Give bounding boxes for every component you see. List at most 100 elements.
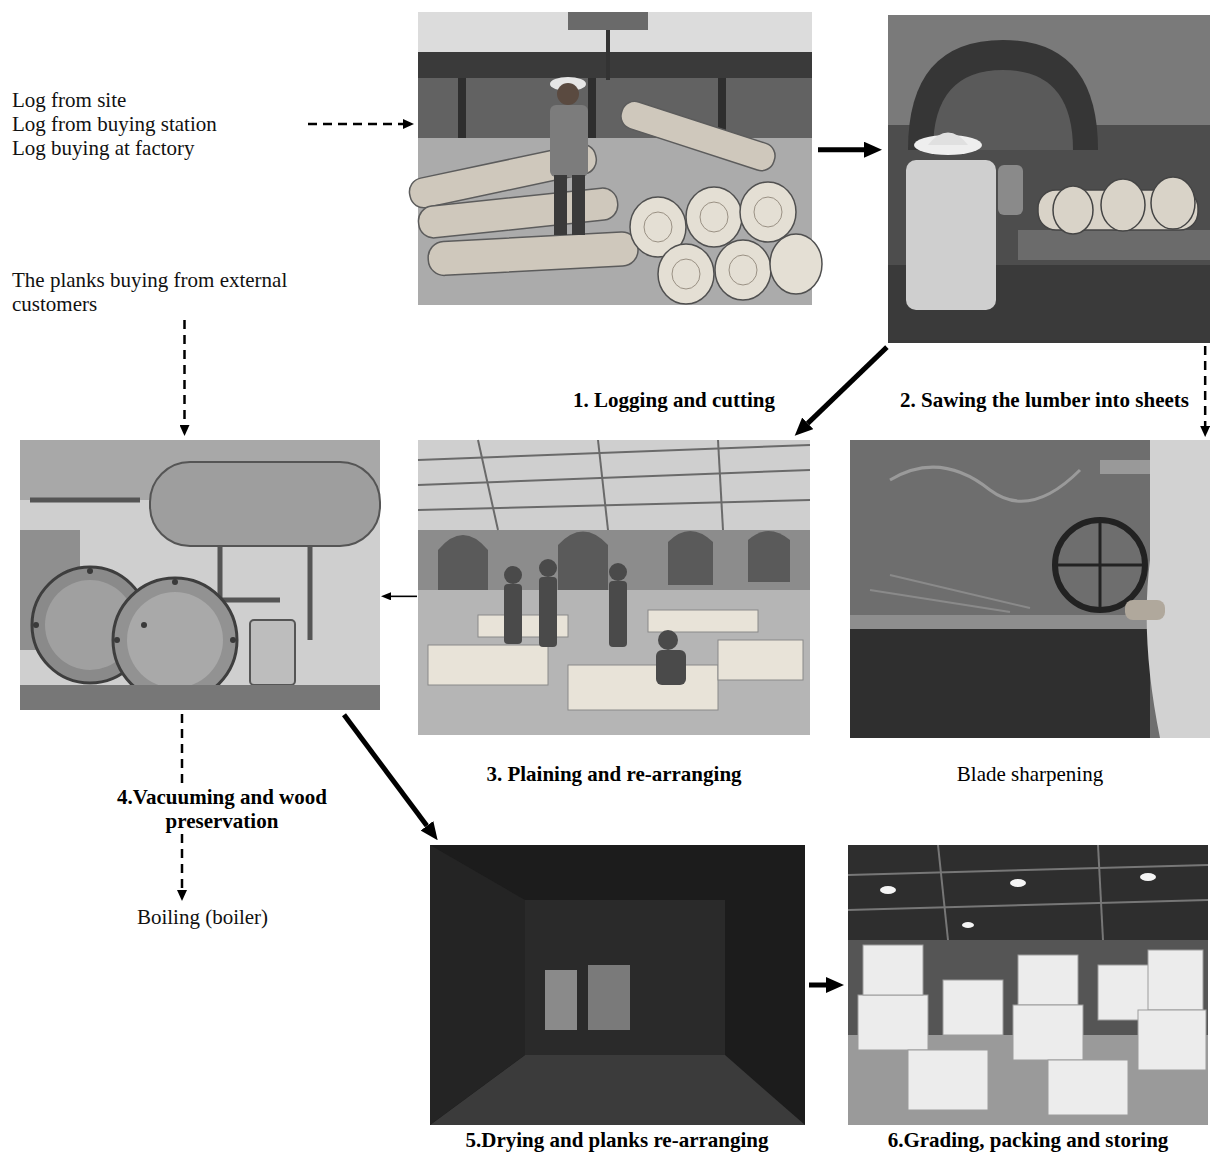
- note-text: Boiling (boiler): [110, 905, 295, 929]
- blade-sharpening-photo: [1125, 600, 1165, 620]
- blade-sharpening-photo: [890, 467, 1080, 501]
- blade-sharpening-photo: [1055, 520, 1145, 610]
- log-source-note: Log from siteLog from buying stationLog …: [12, 88, 304, 160]
- log-yard-photo: [770, 234, 822, 294]
- sawing-photo: [888, 15, 1210, 343]
- storage-photo: [1048, 1060, 1128, 1115]
- log-yard-photo: [588, 78, 596, 138]
- drying-kiln-photo: [430, 845, 805, 1125]
- log-yard-photo: [644, 197, 782, 289]
- log-yard-photo: [554, 175, 567, 235]
- planing-photo: [504, 559, 686, 685]
- blade-sharpening-photo: [1055, 520, 1145, 610]
- storage-photo: [1010, 879, 1026, 887]
- sawing-photo: [1038, 177, 1198, 234]
- sawing-photo: [1101, 179, 1145, 231]
- process-photo: Blade sharpening: [850, 440, 1210, 738]
- vacuum-tank-photo: [230, 637, 236, 643]
- sawing-photo: [908, 40, 1098, 150]
- storage-photo: [858, 945, 1206, 1115]
- vacuum-tank-photo: [20, 440, 380, 710]
- storage-photo: [1013, 1005, 1083, 1060]
- storage-photo: [1148, 950, 1203, 1010]
- drying-kiln-photo: [545, 970, 577, 1030]
- note-text: The planks buying from external customer…: [12, 268, 357, 316]
- dashed-arrow: [308, 123, 403, 126]
- log-yard-photo: [740, 182, 796, 242]
- sawing-photo: [906, 160, 996, 310]
- vacuum-tank-photo: [30, 498, 140, 503]
- planing-photo: [648, 610, 758, 632]
- planing-photo: [718, 640, 803, 680]
- step-caption: 4.Vacuuming and wood preservation: [69, 785, 375, 833]
- process-photo: 3. Plaining and re-arranging: [418, 440, 810, 735]
- planing-photo: [418, 440, 810, 530]
- step-caption: 2. Sawing the lumber into sheets: [897, 388, 1192, 412]
- sawing-photo: [928, 133, 968, 146]
- process-photo: 6.Grading, packing and storing: [848, 845, 1208, 1125]
- sawing-photo: [1151, 177, 1195, 229]
- dashed-arrow: [183, 320, 186, 425]
- blade-sharpening-photo: [1099, 520, 1102, 610]
- log-yard-photo: [729, 255, 757, 285]
- log-yard-photo: [630, 182, 822, 304]
- step-caption: 3. Plaining and re-arranging: [483, 762, 744, 786]
- step-caption: 1. Logging and cutting: [570, 388, 778, 412]
- vacuum-tank-photo: [172, 579, 178, 585]
- vacuum-tank-photo: [114, 637, 120, 643]
- storage-photo: [1098, 845, 1103, 940]
- log-yard-photo: [407, 12, 822, 305]
- vacuum-tank-photo: [113, 578, 237, 702]
- planing-photo: [668, 531, 713, 585]
- log-yard-photo: [458, 78, 466, 138]
- storage-photo: [858, 995, 928, 1050]
- planing-photo: [418, 440, 810, 735]
- sawing-photo: [998, 165, 1023, 215]
- planing-photo: [609, 581, 627, 647]
- storage-photo: [848, 845, 1208, 1125]
- storage-photo: [908, 1050, 988, 1110]
- process-photo: 1. Logging and cutting: [418, 12, 812, 305]
- log-yard-photo: [672, 259, 700, 289]
- flow-arrow: [809, 983, 826, 988]
- log-yard-photo: [686, 187, 742, 247]
- blade-sharpening-photo: [850, 615, 1150, 629]
- log-yard-photo: [550, 105, 588, 177]
- planing-photo: [658, 630, 678, 650]
- storage-photo: [880, 886, 896, 894]
- planing-photo: [504, 566, 522, 584]
- storage-photo: [848, 845, 1208, 940]
- vacuum-tank-photo: [127, 592, 223, 688]
- blade-sharpening-photo: [850, 440, 1210, 738]
- note-text: Log buying at factory: [12, 136, 304, 160]
- vacuum-tank-photo: [87, 568, 93, 574]
- planing-photo: [504, 584, 522, 644]
- log-yard-photo: [418, 12, 812, 305]
- storage-photo: [848, 845, 1208, 1125]
- step-caption: 6.Grading, packing and storing: [885, 1128, 1172, 1152]
- drying-kiln-photo: [430, 845, 525, 1125]
- planing-photo: [539, 577, 557, 647]
- blade-sharpening-photo: [870, 575, 1030, 612]
- flow-arrow: [808, 347, 887, 423]
- storage-photo: [1140, 873, 1156, 881]
- flow-arrow: [818, 147, 864, 152]
- blade-sharpening-photo: [1147, 440, 1210, 738]
- drying-kiln-photo: [588, 965, 630, 1030]
- storage-photo: [1138, 1010, 1206, 1070]
- storage-photo: [848, 900, 1208, 910]
- planing-photo: [598, 440, 608, 530]
- process-photo: 2. Sawing the lumber into sheets: [888, 15, 1210, 343]
- planing-photo: [558, 532, 608, 591]
- log-yard-photo: [418, 78, 812, 138]
- log-yard-photo: [754, 197, 782, 227]
- planing-photo: [418, 445, 810, 460]
- sawing-photo: [888, 15, 1210, 343]
- planing-photo: [418, 440, 810, 530]
- boiler-note: Boiling (boiler): [110, 905, 295, 929]
- log-yard-photo: [644, 212, 672, 242]
- vacuum-tank-photo: [150, 462, 380, 546]
- drying-kiln-photo: [525, 900, 725, 1055]
